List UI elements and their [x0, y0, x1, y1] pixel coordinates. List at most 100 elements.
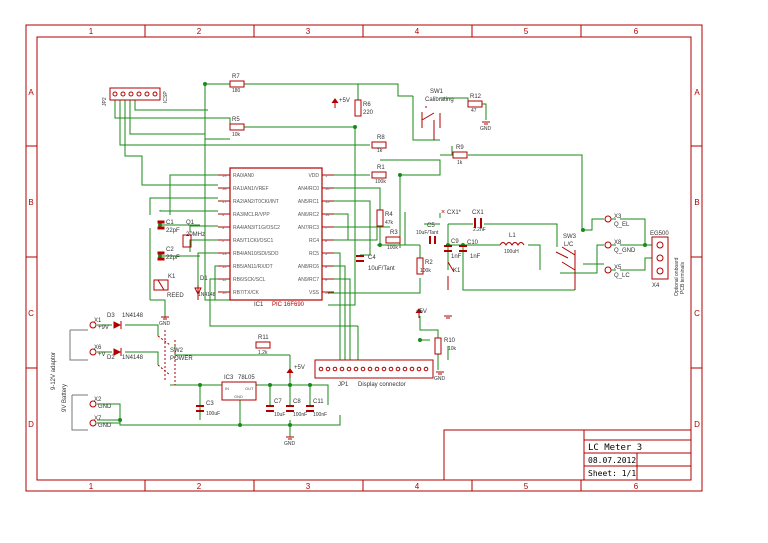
r7-body [229, 80, 245, 88]
c10-ref: C10 [467, 240, 479, 246]
ic1-pin-label: RA2/AN2/T0CKI/INT [233, 199, 279, 205]
ic1-pin-label: AN7/RC3 [298, 225, 319, 231]
sw3-value: L/C [564, 242, 574, 248]
r5-ref: R5 [232, 117, 240, 123]
r1-body [371, 171, 387, 179]
gnd-label: GND [434, 376, 446, 382]
jp1-ref: JP1 [338, 382, 349, 388]
ic1-ref: IC1 [254, 302, 264, 308]
r12-value: 47 [471, 108, 477, 114]
jp1-pin [409, 366, 415, 372]
ic1-pin-number: 13 [222, 251, 227, 256]
jp1-pin [360, 366, 366, 372]
l1-value: 100uH [504, 249, 519, 255]
ic1-pic16f690: RA0/AN0RA1/AN1/VREFRA2/AN2/T0CKI/INTRA3/… [218, 167, 334, 308]
r2-ref: R2 [425, 260, 433, 266]
ic1-pin-label: AN6/RC2 [298, 212, 319, 218]
supply-note-2: 9V Battery [62, 384, 68, 412]
col-label: 4 [415, 27, 420, 36]
x1-ref: X1 [94, 318, 102, 324]
power-diodes [113, 321, 122, 356]
oscillator-caps [429, 218, 482, 252]
row-label: B [28, 198, 33, 207]
vcc-labels: +5V +5V +5V [294, 98, 427, 371]
r1-ref: R1 [377, 165, 385, 171]
jp1-pin [374, 366, 380, 372]
r5-value: 10k [232, 132, 241, 138]
ic3-pin-in: IN [225, 386, 229, 391]
jp1-pin [367, 366, 373, 372]
cx1-ref: CX1 [472, 210, 484, 216]
ic1-pin-number: 14 [325, 212, 330, 217]
c5-ref: C5 [427, 223, 435, 229]
col-label: 3 [306, 27, 311, 36]
d1-ref: D1 [200, 276, 208, 282]
jp1-pin [423, 366, 429, 372]
r6-value: 220 [363, 110, 374, 116]
r3-ref: R3 [390, 230, 398, 236]
k1-value: REED [167, 293, 184, 299]
jp2-icsp-header: JP2 ICSP [102, 87, 169, 106]
c1-ref: C1 [166, 220, 174, 226]
sheet-outer-border [25, 24, 703, 492]
r12-ref: R12 [470, 94, 482, 100]
c1-c2-q1-labels: C1 22pF Q1 20MHz C2 22pF [166, 220, 205, 261]
r7-value: 180 [232, 88, 241, 94]
l1-ref: L1 [509, 233, 516, 239]
jp1-pin [395, 366, 401, 372]
c7-ref: C7 [274, 399, 282, 405]
r6-ref: R6 [363, 102, 371, 108]
ic3-regulator: IC3 78L05 IN OUT GND [221, 375, 257, 401]
ic1-pin-label: AN8/RC6 [298, 264, 319, 270]
x8-value: Q_GND [614, 248, 636, 254]
x3-ref: X3 [614, 214, 622, 220]
k1-d1-labels: K1 REED D1 1N4148 [167, 274, 216, 299]
x7-value: GND [98, 423, 112, 429]
r7-ref: R7 [232, 74, 240, 80]
r1-value: 100k [375, 179, 386, 185]
date-text: 08.07.2012 [588, 456, 636, 465]
row-label: C [28, 309, 34, 318]
output-terminals [604, 215, 612, 274]
gnd-label: GND [159, 321, 171, 327]
c8-value: 100nF [293, 412, 307, 418]
col-label: 1 [89, 27, 94, 36]
ic1-pin-number: 7 [325, 225, 328, 230]
ic1-part: PIC 16F690 [272, 302, 305, 308]
cx1-mark: CX1* [447, 210, 462, 216]
k1-contact [447, 261, 455, 290]
sw2-ref: SW2 [170, 348, 184, 354]
r11-ref: R11 [258, 335, 269, 341]
x7-ref: X7 [94, 416, 102, 422]
d1-value: 1N4148 [198, 292, 216, 298]
junctions [118, 82, 647, 427]
col-label: 2 [197, 27, 202, 36]
gnd-symbols [161, 121, 490, 440]
sheet-text: Sheet: 1/1 [588, 469, 636, 478]
c9-value: 1nF [451, 254, 462, 260]
ic1-left-pin-labels: RA0/AN0RA1/AN1/VREFRA2/AN2/T0CKI/INTRA3/… [233, 173, 280, 296]
col-label: 2 [197, 482, 202, 491]
ic1-pin-label: AN9/RC7 [298, 277, 319, 283]
c2-value: 22pF [166, 255, 180, 261]
ic1-pin-number: 16 [325, 186, 330, 191]
jp1-pin [332, 366, 338, 372]
ic1-pin-number: 18 [222, 186, 227, 191]
ic1-pin-label: RB4/AN10/SDI/SDO [233, 251, 279, 257]
r2-value: 100k [420, 268, 431, 274]
r9-body [452, 151, 468, 159]
x6-ref: X6 [94, 345, 102, 351]
sheet-inner-border [36, 36, 692, 481]
resistors [229, 80, 483, 355]
r8-ref: R8 [377, 135, 385, 141]
c3-value: 100uF [206, 411, 220, 417]
ic1-right-pin-stubs [322, 174, 334, 293]
jp1-pin [388, 366, 394, 372]
c4-ref: C4 [368, 255, 376, 261]
ic1-pin-number: 3 [222, 225, 225, 230]
ic1-pin-number: 19 [222, 173, 227, 178]
r8-body [371, 141, 387, 149]
jp1-pin [339, 366, 345, 372]
x2-ref: X2 [94, 397, 102, 403]
